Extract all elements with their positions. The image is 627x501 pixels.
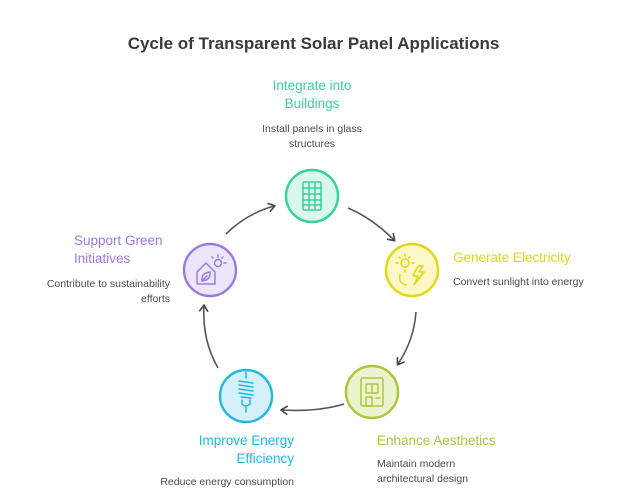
step-desc-improve: Reduce energy consumption — [160, 476, 294, 488]
step-label-improve: Improve Energy Efficiency — [198, 433, 294, 466]
node-improve — [218, 368, 274, 424]
step-label-support: Support Green Initiatives — [74, 233, 163, 266]
spiral-bulb-icon — [238, 371, 254, 413]
building-window-icon — [360, 377, 384, 407]
arrow-improve-to-support — [198, 304, 219, 369]
diagram-title: Cycle of Transparent Solar Panel Applica… — [127, 34, 500, 53]
step-label-generate: Generate Electricity — [453, 250, 571, 265]
arrow-generate-to-enhance — [396, 311, 417, 366]
arrow-integrate-to-generate — [347, 207, 396, 242]
building-grid-icon — [302, 181, 322, 211]
node-support — [182, 242, 238, 298]
sun-bolt-icon — [395, 253, 425, 286]
node-support-circle — [182, 242, 238, 298]
step-desc-support: Contribute to sustainability efforts — [46, 278, 170, 305]
step-desc-enhance: Maintain modern architectural design — [377, 458, 469, 485]
node-generate — [384, 242, 440, 298]
node-generate-circle — [384, 242, 440, 298]
step-desc-integrate: Install panels in glass structures — [262, 123, 362, 150]
step-desc-generate: Convert sunlight into energy — [453, 276, 584, 288]
eco-house-icon — [196, 254, 227, 285]
step-label-enhance: Enhance Aesthetics — [377, 433, 496, 448]
arrow-support-to-integrate — [225, 202, 276, 235]
node-enhance — [344, 364, 400, 420]
step-label-integrate: Integrate into Buildings — [272, 78, 352, 111]
node-improve-circle — [218, 368, 274, 424]
node-integrate-circle — [284, 168, 340, 224]
arrow-enhance-to-improve — [280, 403, 345, 416]
node-integrate — [284, 168, 340, 224]
